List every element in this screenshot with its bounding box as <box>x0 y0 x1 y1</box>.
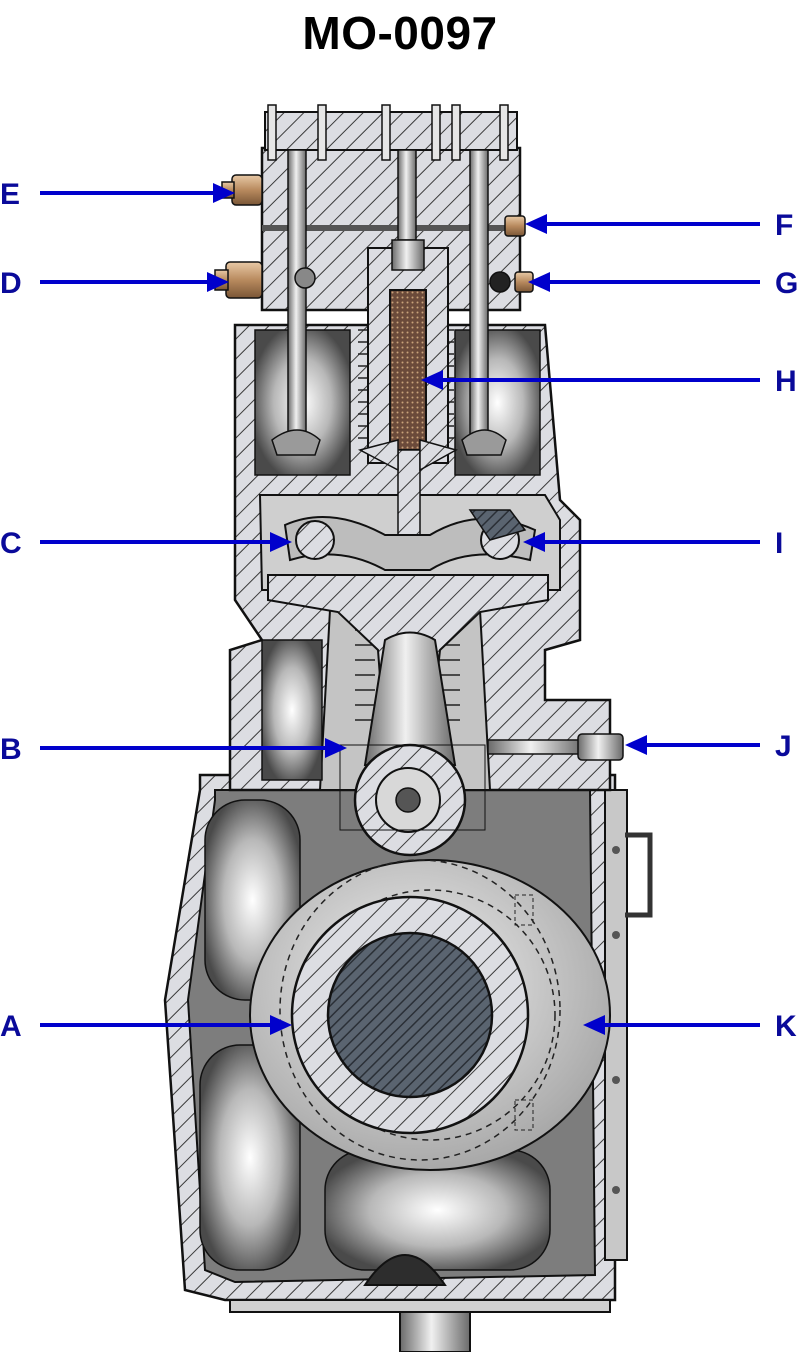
label-d: D <box>0 267 22 300</box>
label-b: B <box>0 733 22 766</box>
label-h: H <box>775 365 797 398</box>
plunger-assembly <box>357 239 458 541</box>
label-a: A <box>0 1010 22 1043</box>
connecting-rod <box>339 631 486 857</box>
label-c: C <box>0 527 22 560</box>
label-e: E <box>0 178 20 211</box>
callout-labels: A B C D E F G H I J K <box>0 178 798 1043</box>
valve-assemblies <box>271 149 511 456</box>
label-f: F <box>775 209 793 242</box>
diagram-title: MO-0097 <box>302 7 498 59</box>
callout-arrows <box>40 183 760 1035</box>
label-i: I <box>775 527 783 560</box>
head-bolts <box>267 104 509 161</box>
crankshaft <box>249 859 611 1171</box>
label-j: J <box>775 730 792 763</box>
label-g: G <box>775 267 798 300</box>
label-k: K <box>775 1010 797 1043</box>
